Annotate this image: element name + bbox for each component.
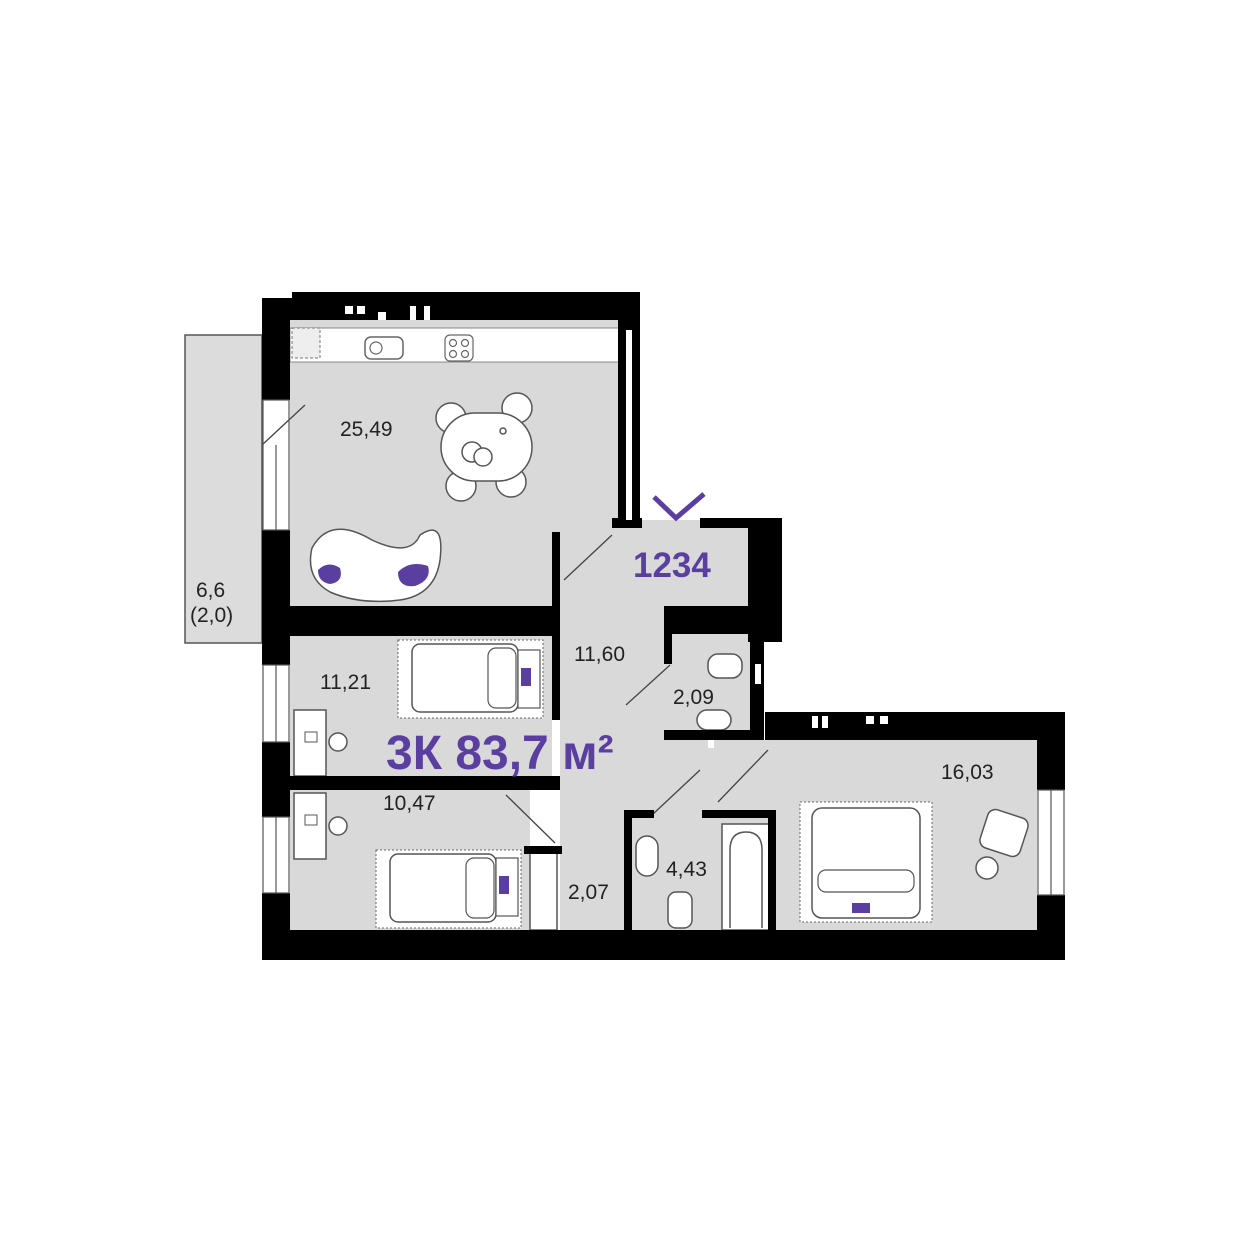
walls <box>262 292 1065 960</box>
windows <box>262 399 1065 896</box>
room-area-kitchen-living: 25,49 <box>340 418 393 441</box>
sofa-icon <box>309 528 442 603</box>
balcony[interactable] <box>184 334 263 644</box>
room-area-bedroom-2: 10,47 <box>383 792 436 815</box>
apartment-type-area: 3К 83,7 м² <box>386 727 614 780</box>
sink-icon-main-bath <box>635 835 659 877</box>
room-area-storage: 2,07 <box>568 881 609 904</box>
room-area-bedroom-1: 11,21 <box>320 671 371 694</box>
sink-icon-small-bath <box>696 709 732 731</box>
kitchen-counter <box>289 327 621 363</box>
bathtub-icon <box>721 823 771 931</box>
balcony-area-reduced: (2,0) <box>190 604 233 627</box>
desk-icon-bedroom-1 <box>293 709 348 777</box>
bed-icon-master <box>799 801 933 923</box>
room-area-bathroom-main: 4,43 <box>666 858 707 881</box>
dining-table-icon <box>435 392 533 502</box>
bed-icon-bedroom-1 <box>397 639 544 719</box>
sink-icon <box>364 336 404 360</box>
toilet-icon-small-bath <box>707 653 743 679</box>
balcony-area: 6,6 <box>196 579 225 602</box>
room-area-bedroom-master: 16,03 <box>941 761 994 784</box>
stove-icon <box>444 334 474 362</box>
fridge-icon <box>291 327 321 359</box>
room-area-bathroom-small: 2,09 <box>673 686 714 709</box>
wall-notches <box>345 306 888 748</box>
apartment-number: 1234 <box>633 546 711 585</box>
toilet-icon-main-bath <box>667 891 693 929</box>
wardrobe-icon <box>529 851 558 931</box>
room-area-hall: 11,60 <box>574 643 625 666</box>
bed-icon-bedroom-2 <box>375 849 522 929</box>
armchair-icon <box>975 808 1029 880</box>
desk-icon-bedroom-2 <box>293 792 348 860</box>
door-swings <box>261 404 769 844</box>
entrance-arrow-icon <box>652 492 706 522</box>
